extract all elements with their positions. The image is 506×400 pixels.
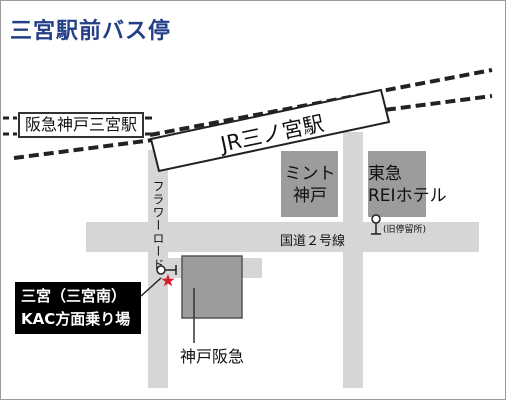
old-stop-note: (旧停留所) (383, 225, 427, 235)
national-route-2-label: 国道２号線 (280, 234, 346, 249)
tokyu-label-line2: REIホテル (368, 186, 447, 206)
old-stop-marker (371, 214, 381, 224)
bus-stop-star-icon (161, 274, 175, 287)
road-national-route-2 (86, 222, 479, 252)
bus-stop-name: 三宮（三宮南） (21, 287, 127, 305)
bus-stop-callout: 三宮（三宮南） KAC方面乗り場 (15, 282, 141, 334)
mint-kobe-label: ミント 神戸 (283, 163, 337, 207)
bus-stop-pointer (140, 277, 162, 297)
tokyu-rei-hotel-label: 東急 REIホテル (368, 163, 447, 207)
kobe-hankyu-label: 神戸阪急 (180, 347, 245, 366)
mint-label-line1: ミント (284, 164, 336, 184)
jr-station-building (149, 88, 391, 173)
building-tokyu-rei-hotel (368, 151, 426, 217)
bus-stop-direction: KAC方面乗り場 (21, 310, 131, 328)
building-mint-kobe (281, 151, 338, 217)
page-title: 三宮駅前バス停 (10, 19, 172, 44)
hankyu-station-label: 阪急神戸三宮駅 (18, 112, 144, 138)
mint-label-line2: 神戸 (293, 186, 327, 206)
tokyu-label-line1: 東急 (368, 164, 402, 184)
road-side-street (343, 132, 363, 388)
building-kobe-hankyu (181, 255, 243, 319)
flower-road-label: フラワーロード (151, 180, 165, 271)
